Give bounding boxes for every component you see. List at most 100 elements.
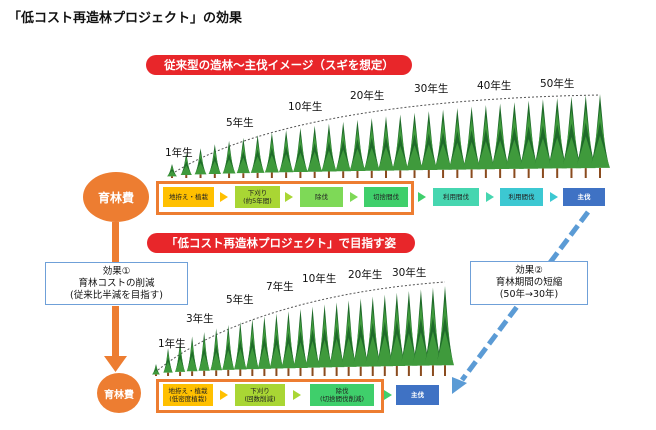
cedar-tree	[245, 318, 259, 376]
cedar-tree	[377, 116, 395, 178]
step-commercial-thinning: 利用間伐	[433, 188, 479, 206]
step-arrow	[550, 192, 558, 202]
cedar-tree	[405, 112, 424, 178]
cost-arrow-head	[104, 356, 127, 372]
cedar-tree	[391, 114, 409, 178]
age-label: 5年生	[226, 117, 254, 129]
cedar-tree	[533, 99, 553, 178]
cedar-tree	[412, 289, 430, 376]
age-label: 3年生	[186, 313, 214, 325]
cedar-tree	[210, 328, 223, 376]
cost-arrow-stem	[112, 222, 119, 262]
effect-line: (50年→30年)	[499, 289, 559, 300]
cedar-tree	[198, 332, 210, 376]
effect-line: (従来比半減を目指す)	[70, 289, 163, 301]
step-cleaning: 除伐 (切捨間伐削減)	[310, 384, 374, 406]
cedar-tree	[547, 97, 567, 178]
cost-period-frame-bottom	[156, 379, 384, 413]
step-sublabel: (切捨間伐削減)	[319, 395, 365, 403]
period-shorten-arrowhead	[452, 377, 467, 394]
cedar-tree	[519, 100, 539, 178]
step-label: 利用間伐	[508, 193, 535, 201]
cedar-tree	[388, 292, 406, 376]
cedar-tree	[590, 94, 610, 178]
age-label: 50年生	[540, 78, 575, 90]
step-precommercial-thinning: 切捨間伐	[364, 187, 408, 207]
step-final-harvest: 主伐	[396, 385, 439, 405]
growth-curve-bottom	[157, 281, 446, 371]
cedar-tree	[264, 132, 279, 178]
cedar-tree	[222, 325, 235, 376]
cedar-tree	[174, 341, 186, 376]
age-label: 5年生	[226, 294, 254, 306]
cedar-tree	[163, 348, 173, 376]
page-title: 「低コスト再造林プロジェクト」の効果	[8, 11, 243, 26]
age-label: 1年生	[158, 338, 186, 350]
step-arrow	[418, 192, 426, 202]
cost-period-frame-top	[156, 181, 414, 215]
cedar-tree	[321, 123, 337, 178]
step-arrow	[220, 192, 228, 202]
cedar-tree	[363, 117, 380, 178]
age-label: 20年生	[350, 90, 385, 102]
cedar-tree	[152, 364, 160, 376]
age-label: 1年生	[165, 147, 193, 159]
cedar-tree	[293, 308, 308, 376]
step-label: 地拵え・植栽	[168, 387, 208, 395]
cedar-tree	[250, 135, 265, 178]
cedar-tree	[186, 336, 198, 376]
step-sublabel: (低密度植栽)	[169, 395, 207, 403]
effect-title: 効果②	[515, 265, 543, 276]
tree-row-bottom	[152, 286, 454, 376]
step-arrow	[384, 390, 392, 400]
step-label: 主伐	[577, 193, 591, 201]
cedar-tree	[505, 102, 524, 178]
cedar-tree	[167, 164, 177, 178]
forest-cost-circle-bottom: 育林費	[97, 373, 141, 413]
age-label: 40年生	[477, 80, 512, 92]
cedar-tree	[278, 130, 294, 178]
age-label: 20年生	[348, 269, 383, 281]
cedar-tree	[400, 291, 418, 376]
cedar-tree	[194, 148, 207, 178]
step-label: 主伐	[411, 391, 424, 399]
step-sublabel: (約5年間)	[243, 197, 272, 205]
cedar-tree	[364, 296, 381, 376]
cedar-tree	[328, 302, 345, 376]
step-weeding: 下刈り (約5年間)	[235, 186, 280, 208]
step-label: 切捨間伐	[373, 193, 399, 201]
step-arrow	[285, 192, 293, 202]
effect-period-shortening-note: 効果② 育林期間の短縮 (50年→30年)	[470, 261, 588, 305]
cedar-tree	[292, 127, 308, 178]
cedar-tree	[307, 125, 323, 178]
step-commercial-thinning: 利用間伐	[500, 188, 543, 206]
effect-cost-reduction-note: 効果① 育林コストの削減 (従来比半減を目指す)	[45, 262, 188, 305]
cedar-tree	[561, 96, 582, 178]
age-label: 7年生	[266, 281, 294, 293]
cedar-tree	[236, 137, 251, 178]
age-label: 30年生	[392, 267, 427, 279]
step-weeding: 下刈り (回数削減)	[235, 384, 285, 406]
cedar-tree	[448, 107, 467, 178]
cedar-tree	[376, 294, 394, 376]
effect-title: 効果①	[102, 265, 131, 277]
cedar-tree	[340, 300, 357, 376]
step-final-harvest: 主伐	[563, 188, 605, 206]
cedar-tree	[462, 106, 481, 178]
cedar-tree	[269, 313, 284, 376]
banner-conventional: 従来型の造林〜主伐イメージ（スギを想定）	[146, 55, 412, 75]
cedar-tree	[180, 153, 192, 178]
cedar-tree	[490, 103, 510, 178]
cedar-tree	[420, 111, 438, 178]
age-label: 10年生	[302, 273, 337, 285]
step-cleaning: 除伐	[300, 187, 343, 207]
cedar-tree	[281, 311, 296, 376]
step-site-prep: 地拵え・植栽	[163, 187, 214, 207]
age-label: 30年生	[414, 83, 449, 95]
step-arrow	[293, 390, 301, 400]
forest-cost-circle-top: 育林費	[83, 172, 149, 222]
cedar-tree	[349, 119, 366, 178]
cedar-tree	[305, 306, 321, 376]
effect-line: 育林期間の短縮	[495, 277, 563, 288]
